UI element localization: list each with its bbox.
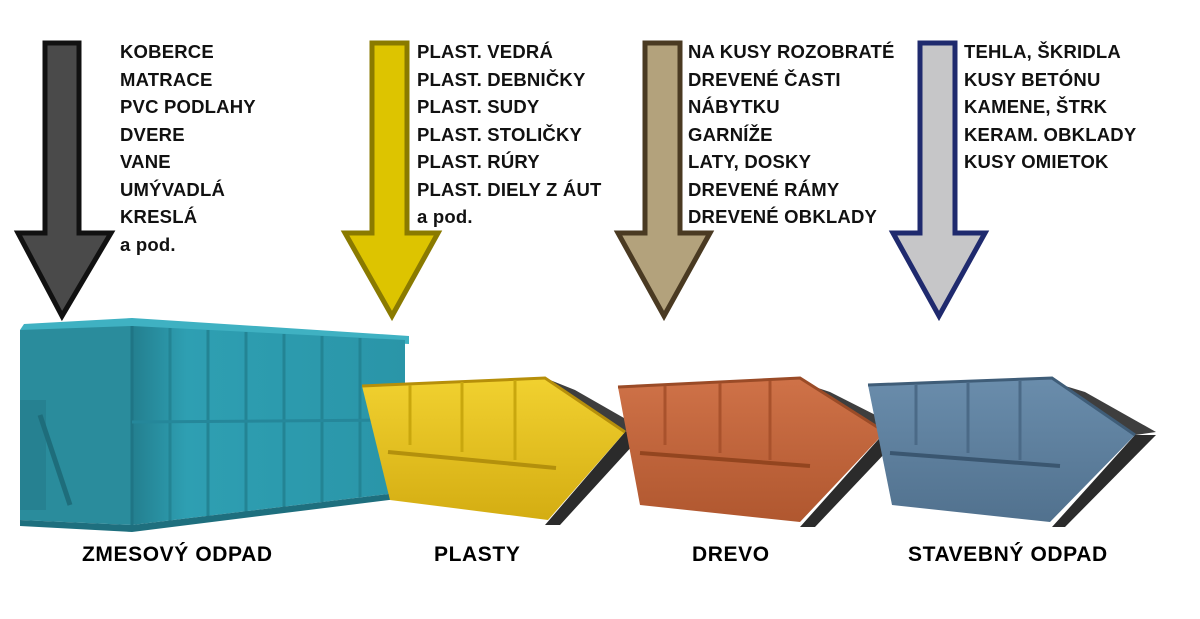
- list-item: DREVENÉ RÁMY: [688, 178, 840, 200]
- wood-arrow: [613, 40, 715, 322]
- list-item: PLAST. VEDRÁ: [417, 41, 554, 62]
- plastic-container: [361, 376, 645, 525]
- list-item: UMÝVADLÁ: [120, 178, 226, 200]
- list-item: KERAM. OBKLADY: [964, 123, 1137, 145]
- list-item: a pod.: [120, 233, 176, 255]
- construction-waste-container: [867, 376, 1156, 527]
- plastic-label: PLASTY: [434, 543, 521, 566]
- list-item: PLAST. RÚRY: [417, 151, 540, 172]
- list-item: PLAST. STOLIČKY: [417, 123, 583, 145]
- list-item: KUSY OMIETOK: [964, 151, 1109, 172]
- list-item: VANE: [120, 151, 171, 172]
- list-item: KRESLÁ: [120, 206, 198, 227]
- list-item: MATRACE: [120, 68, 213, 90]
- list-item: NÁBYTKU: [688, 96, 780, 117]
- list-item: DREVENÉ ČASTI: [688, 68, 841, 90]
- mixed-waste-arrow: [13, 40, 116, 322]
- list-item: PLAST. DIELY Z ÁUT: [417, 178, 602, 200]
- list-item: PVC PODLAHY: [120, 96, 256, 117]
- list-item: KUSY BETÓNU: [964, 68, 1101, 90]
- plastic-arrow: [340, 40, 443, 322]
- list-item: LATY, DOSKY: [688, 151, 812, 172]
- list-item: KAMENE, ŠTRK: [964, 96, 1108, 117]
- construction-waste-label: STAVEBNÝ ODPAD: [908, 543, 1108, 566]
- construction-waste-item-list: TEHLA, ŠKRIDLA KUSY BETÓNU KAMENE, ŠTRK KER…: [964, 38, 1136, 176]
- mixed-waste-container: [20, 318, 409, 532]
- wood-item-list: NA KUSY ROZOBRATÉ DREVENÉ ČASTI NÁBYTKU GAR…: [688, 38, 895, 231]
- list-item: KOBERCE: [120, 41, 214, 62]
- list-item: DREVENÉ OBKLADY: [688, 206, 878, 227]
- plastic-item-list: PLAST. VEDRÁ PLAST. DEBNIČKY PLAST. SUDY PL…: [417, 38, 602, 231]
- wood-label: DREVO: [692, 543, 770, 566]
- list-item: TEHLA, ŠKRIDLA: [964, 41, 1121, 62]
- list-item: PLAST. DEBNIČKY: [417, 68, 586, 90]
- list-item: PLAST. SUDY: [417, 96, 540, 117]
- list-item: NA KUSY ROZOBRATÉ: [688, 41, 895, 62]
- list-item: GARNÍŽE: [688, 123, 773, 145]
- mixed-waste-label: ZMESOVÝ ODPAD: [82, 543, 273, 566]
- construction-waste-arrow: [888, 40, 990, 322]
- list-item: a pod.: [417, 206, 473, 227]
- wood-container: [617, 376, 905, 527]
- mixed-waste-item-list: KOBERCE MATRACE PVC PODLAHY DVERE VANE UMÝVAD…: [120, 38, 256, 258]
- list-item: DVERE: [120, 123, 185, 145]
